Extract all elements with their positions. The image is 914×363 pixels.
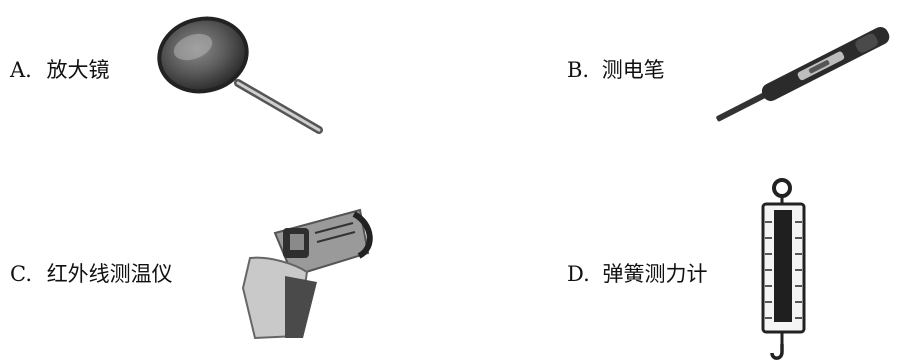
option-d-letter: D. — [567, 262, 590, 286]
spring-scale-image — [750, 176, 840, 363]
infrared-thermometer-image — [235, 198, 380, 343]
option-c[interactable]: C. 红外线测温仪 — [10, 261, 173, 287]
option-a[interactable]: A. 放大镜 — [10, 57, 110, 83]
test-pen-image — [698, 15, 914, 133]
option-a-text: 放大镜 — [46, 58, 110, 82]
magnifying-glass-image — [153, 13, 328, 138]
option-d-text: 弹簧测力计 — [602, 262, 708, 286]
option-b[interactable]: B. 测电笔 — [567, 57, 665, 83]
option-a-letter: A. — [10, 58, 32, 82]
option-b-letter: B. — [567, 58, 590, 82]
option-b-text: 测电笔 — [601, 58, 665, 82]
option-c-letter: C. — [10, 262, 32, 286]
option-d[interactable]: D. 弹簧测力计 — [567, 261, 707, 287]
option-c-text: 红外线测温仪 — [46, 262, 173, 286]
